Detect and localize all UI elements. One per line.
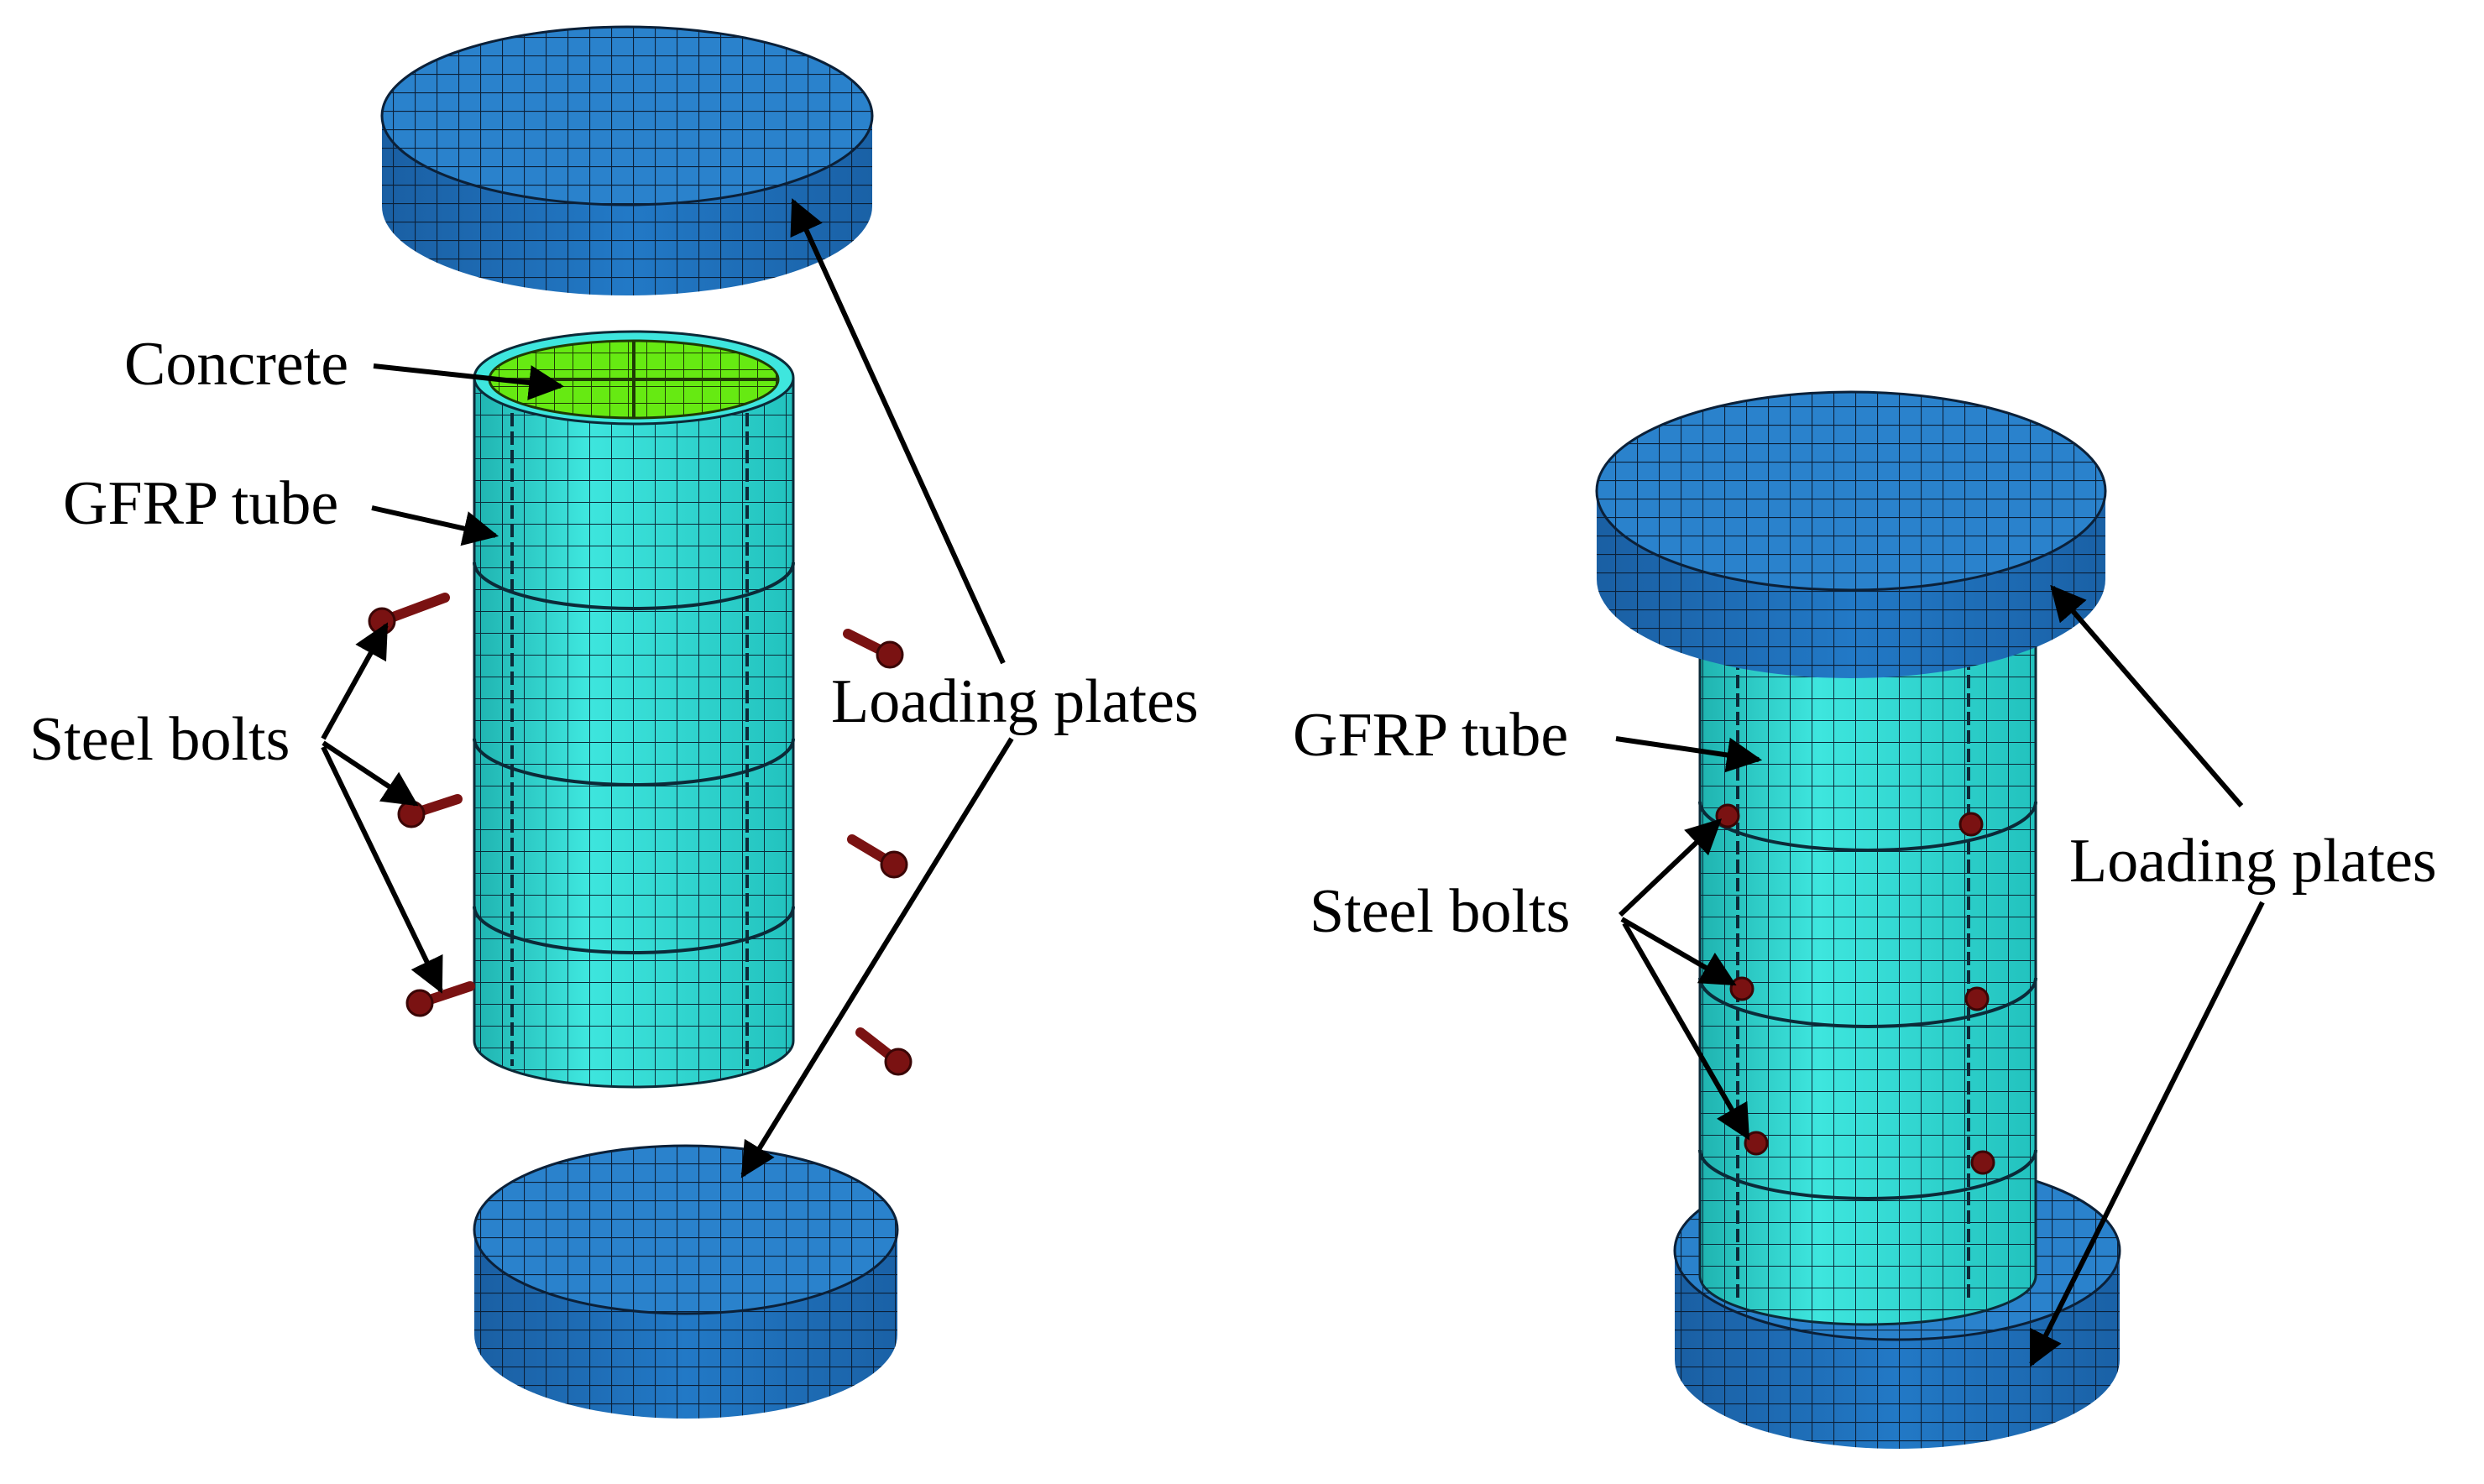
right-model: GFRP tube Steel bolts Loading plates [1293,390,2437,1449]
left-bottom-loading-plate [473,1144,899,1419]
right-top-loading-plate [1595,390,2107,678]
right-leader-arrows [1615,584,2265,1367]
left-gfrp-tube [473,330,795,1089]
right-steel-bolts [1715,803,1995,1175]
left-model: Concrete GFRP tube Steel bolts Loading p… [29,25,1199,1419]
label-steel-bolts: Steel bolts [29,705,290,774]
bolt [855,1027,913,1076]
right-gfrp-tube [1698,588,2037,1326]
bolt [1729,976,1754,1001]
left-leader-arrows [321,198,1014,1178]
bolt [1958,812,1984,837]
bolt [847,834,908,879]
left-concrete-core [488,339,780,420]
bolt [405,981,475,1017]
label-gfrp-tube: GFRP tube [63,469,338,538]
bolt [368,593,450,635]
label-concrete: Concrete [124,330,348,399]
left-top-loading-plate [380,25,874,295]
bolt [1715,803,1740,828]
bolt [843,629,904,669]
bolt [1744,1131,1769,1156]
label-loading-plates: Loading plates [831,667,1199,736]
bolt [1970,1150,1995,1175]
bolt [397,794,463,828]
label-steel-bolts: Steel bolts [1310,877,1570,946]
label-loading-plates: Loading plates [2069,827,2437,896]
left-steel-bolts [368,593,913,1076]
bolt [1964,986,1990,1011]
label-gfrp-tube: GFRP tube [1293,701,1568,770]
